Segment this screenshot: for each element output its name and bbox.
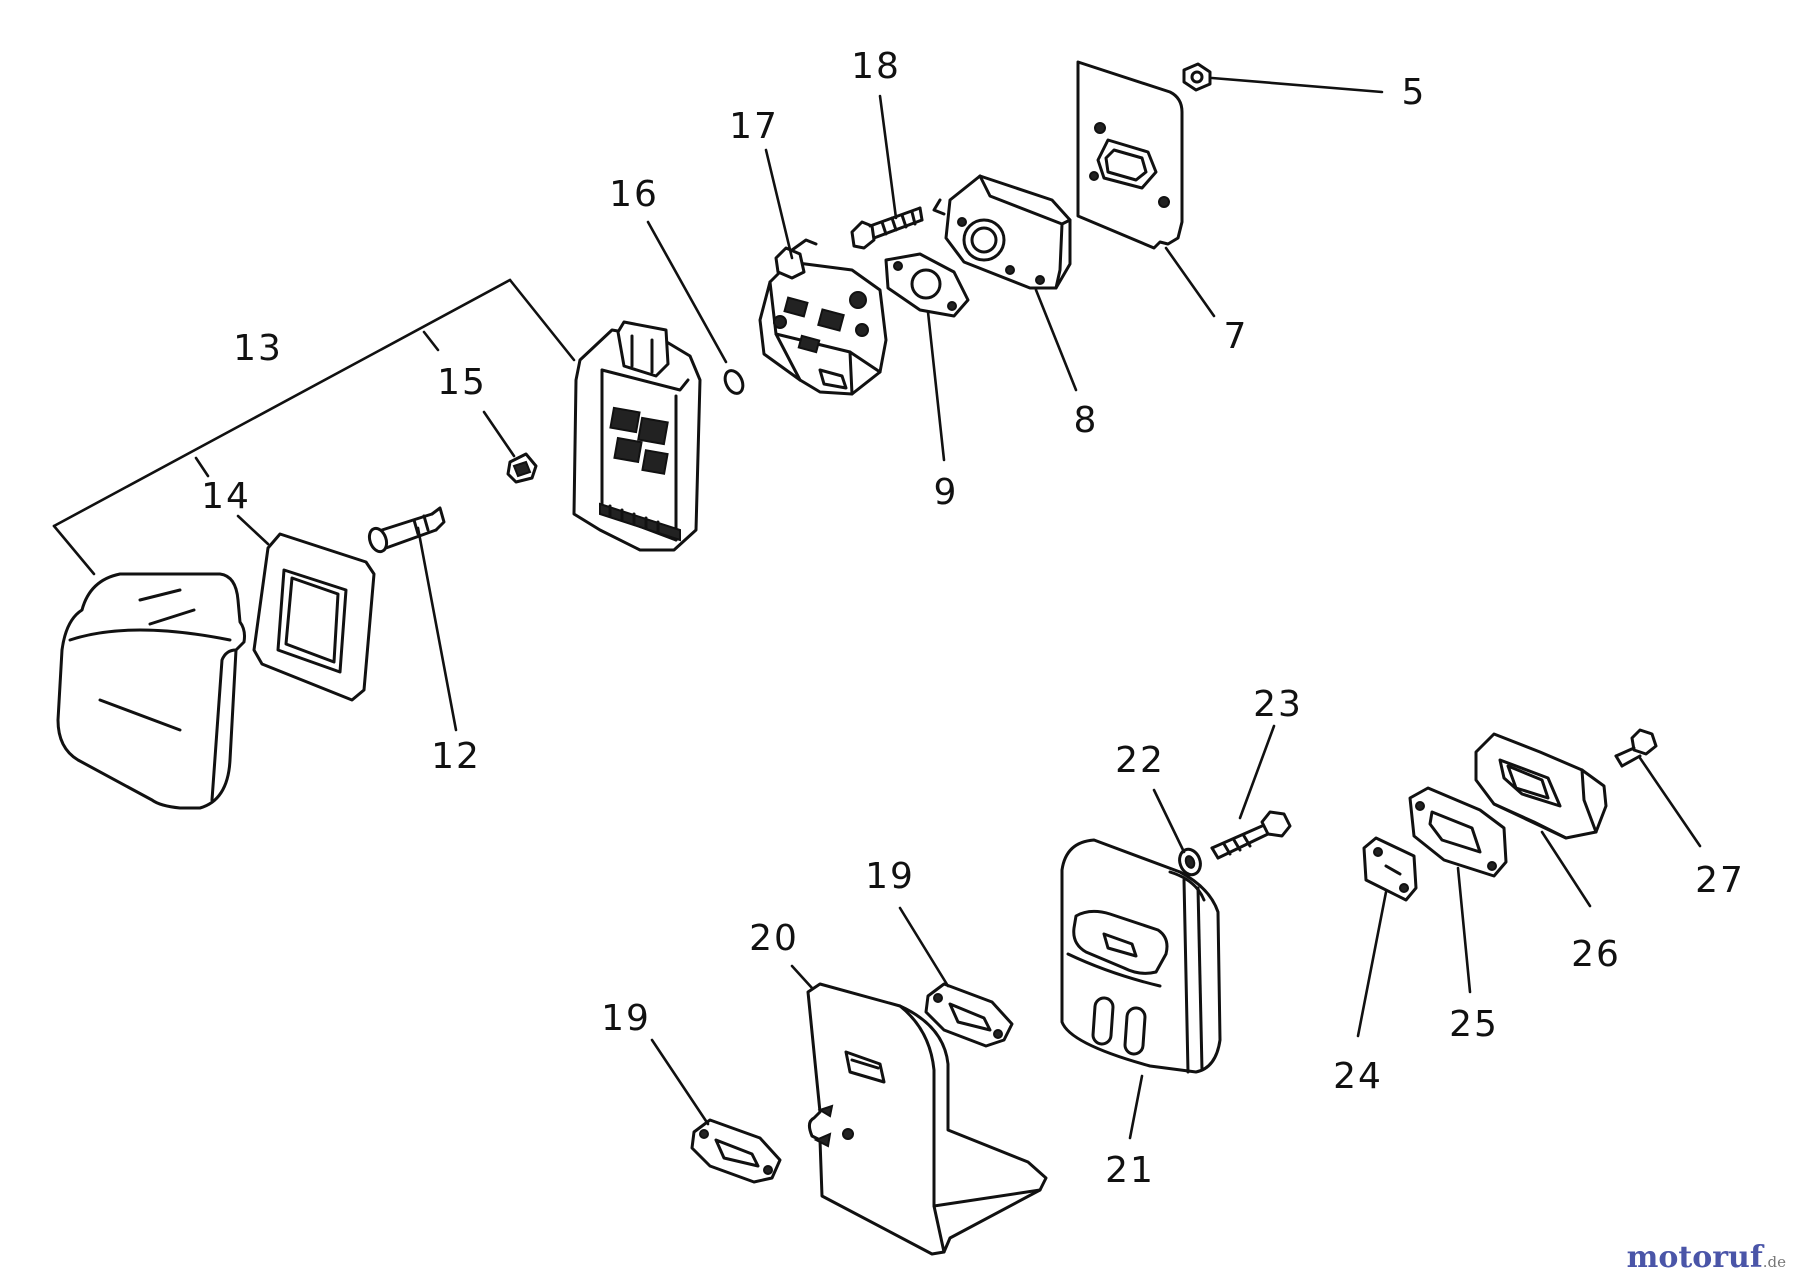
part-14-filter-element <box>252 532 376 702</box>
part-13-cover <box>56 572 246 810</box>
callout-21: 21 <box>1105 1150 1155 1191</box>
part-21-muffler <box>1060 838 1222 1074</box>
callout-24: 24 <box>1333 1056 1383 1097</box>
callout-23: 23 <box>1253 684 1303 725</box>
callout-27: 27 <box>1695 860 1745 901</box>
watermark-logo: motoruf.de <box>1627 1240 1786 1275</box>
part-25-gasket <box>1408 786 1508 878</box>
callout-26: 26 <box>1571 934 1621 975</box>
callout-19-upper: 19 <box>865 856 915 897</box>
part-19-gasket-upper <box>924 982 1014 1048</box>
leader-lines <box>52 76 1702 1140</box>
part-13-filter-housing <box>572 320 702 552</box>
part-20-heat-shield <box>806 982 1048 1256</box>
callout-7: 7 <box>1224 316 1249 357</box>
part-23-bolt <box>1210 810 1292 860</box>
part-12-screw <box>367 506 446 554</box>
callout-16: 16 <box>609 174 659 215</box>
callout-18: 18 <box>851 46 901 87</box>
callout-15: 15 <box>437 362 487 403</box>
callout-22: 22 <box>1115 740 1165 781</box>
part-9-gasket <box>884 252 970 318</box>
part-24-plate <box>1362 836 1418 902</box>
callout-labels: 5 7 8 9 12 13 14 15 16 17 18 19 19 20 21… <box>201 46 1745 1191</box>
callout-12: 12 <box>431 736 481 777</box>
part-8-spacer <box>932 174 1072 290</box>
part-18-screw <box>850 206 924 250</box>
part-16-oring <box>723 369 745 395</box>
part-26-flange <box>1474 732 1608 840</box>
callout-17: 17 <box>729 106 779 147</box>
part-17-carburetor <box>758 238 888 396</box>
callout-20: 20 <box>749 918 799 959</box>
callout-5: 5 <box>1402 72 1427 113</box>
watermark-brand: motoruf <box>1626 1240 1763 1275</box>
part-27-screw <box>1614 728 1658 768</box>
part-15-sleeve <box>506 452 538 484</box>
callout-25: 25 <box>1449 1004 1499 1045</box>
callout-13: 13 <box>233 328 283 369</box>
part-19-gasket-lower <box>690 1118 782 1184</box>
watermark-tld: .de <box>1762 1253 1786 1271</box>
part-5-nut <box>1182 62 1212 92</box>
callout-19-lower: 19 <box>601 998 651 1039</box>
part-22-washer <box>1178 847 1202 877</box>
callout-8: 8 <box>1074 400 1099 441</box>
callout-9: 9 <box>934 472 959 513</box>
callout-14: 14 <box>201 476 251 517</box>
part-7-gasket <box>1076 60 1184 250</box>
